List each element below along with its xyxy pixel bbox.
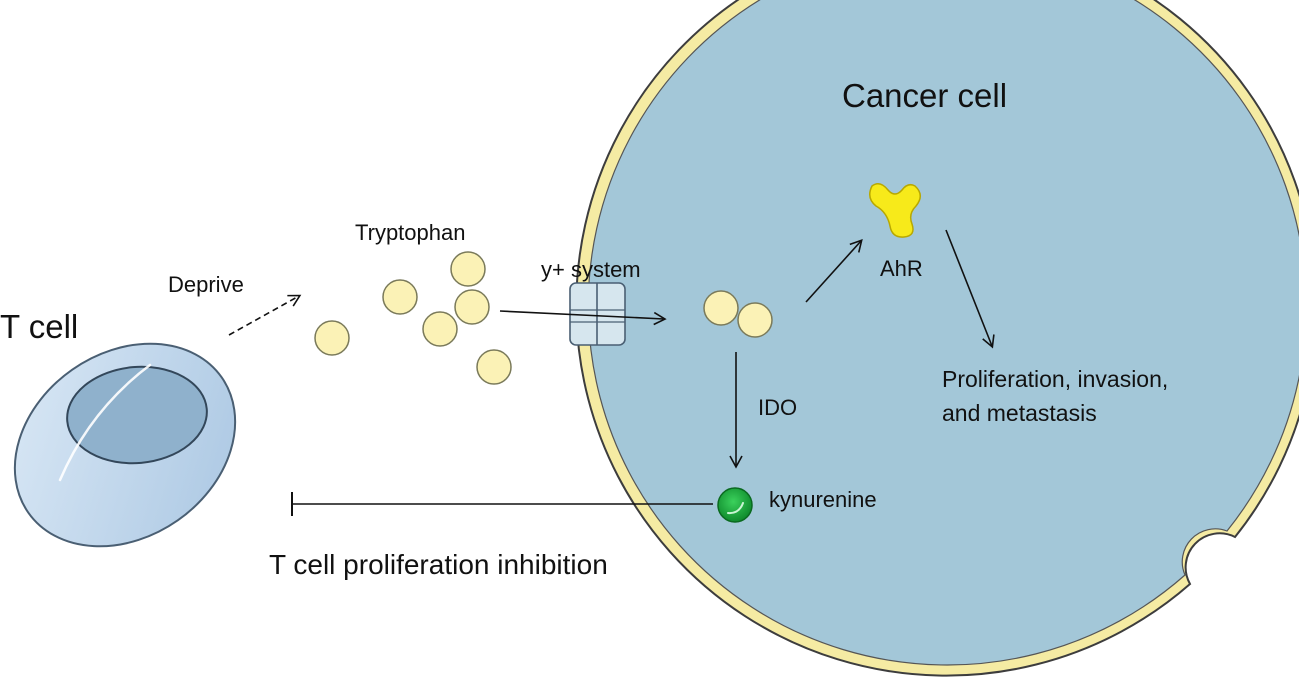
y-system-label: y+ system [541, 257, 641, 282]
tryptophan-molecule [737, 302, 773, 338]
cancer-cell-body [587, 0, 1299, 666]
tryptophan-molecule [422, 311, 458, 347]
ahr-label: AhR [880, 256, 923, 281]
kynurenine-label: kynurenine [769, 487, 877, 512]
cancer-cell-label: Cancer cell [842, 77, 1007, 114]
cancer-cell [575, 0, 1299, 677]
ido-label: IDO [758, 395, 797, 420]
y-system-transporter [569, 282, 626, 346]
t-cell-label: T cell [0, 308, 78, 345]
tryptophan-cluster [314, 251, 512, 385]
tryptophan-molecule [476, 349, 512, 385]
uptake-arrow [499, 310, 667, 326]
t-cell-highlight [58, 363, 152, 482]
tryptophan-molecule [382, 279, 418, 315]
outcome-arrow [945, 229, 995, 349]
tryptophan-molecule [314, 320, 350, 356]
t-cell-nucleus [66, 365, 208, 465]
tryptophan-label: Tryptophan [355, 220, 465, 245]
deprive-arrow [228, 294, 302, 336]
tryptophan-molecule [454, 289, 490, 325]
outcome-label-line2: and metastasis [942, 400, 1097, 426]
intracellular-tryptophan [703, 290, 773, 338]
ahr-receptor [869, 183, 921, 238]
inhibition-label: T cell proliferation inhibition [269, 549, 608, 580]
outcome-label-line1: Proliferation, invasion, [942, 366, 1168, 392]
tryptophan-molecule [703, 290, 739, 326]
t-cell [13, 342, 237, 548]
deprive-label: Deprive [168, 272, 244, 297]
kynurenine-molecule [717, 487, 753, 523]
ahr-activation-arrow [805, 239, 863, 303]
tryptophan-molecule [450, 251, 486, 287]
